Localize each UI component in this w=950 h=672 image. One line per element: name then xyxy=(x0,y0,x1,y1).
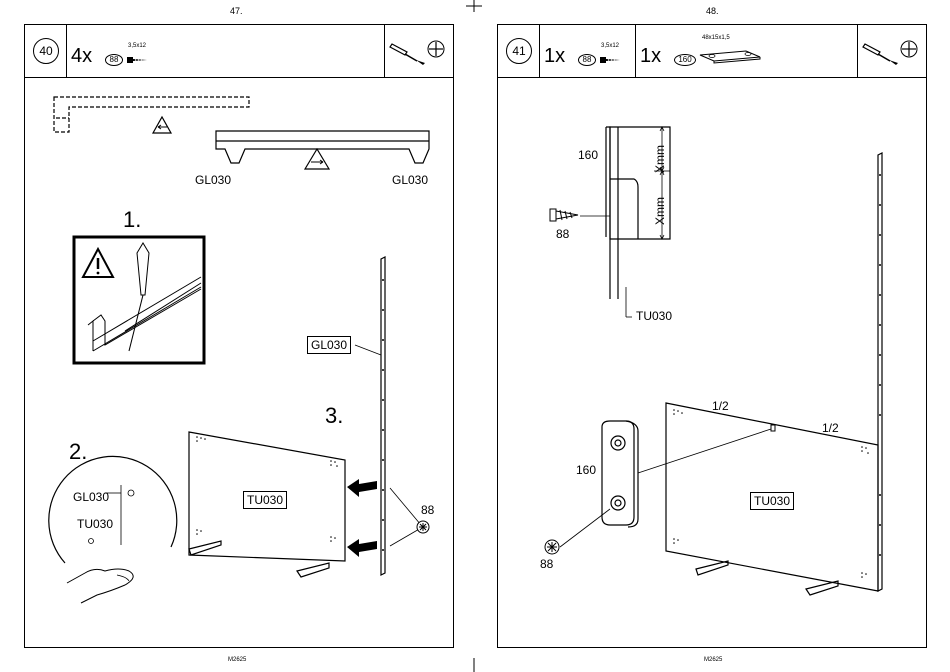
panel-label: TU030 xyxy=(750,492,794,510)
left-drawing xyxy=(25,25,455,649)
panel-holes xyxy=(196,436,338,542)
warning-triangle-icon xyxy=(153,117,171,133)
screw-bottom-label: 88 xyxy=(540,557,553,571)
side-panel-label: GL030 xyxy=(307,336,351,354)
right-page: 41 1x 88 3,5x12 1x 160 48x15x1,5 xyxy=(497,24,927,648)
detail-label-top: GL030 xyxy=(73,490,109,504)
detail-label-bottom: TU030 xyxy=(77,517,113,531)
bracket-top-label: 160 xyxy=(578,148,598,162)
screw-top-label: 88 xyxy=(556,227,569,241)
right-drawing xyxy=(498,25,928,649)
half-left-label: 1/2 xyxy=(712,399,729,413)
half-right-label: 1/2 xyxy=(822,421,839,435)
substep-1: 1. xyxy=(123,207,141,233)
tall-panel-holes xyxy=(879,174,881,556)
left-page: 40 4x 88 3,5x12 xyxy=(24,24,454,648)
side-panel-holes xyxy=(382,279,384,551)
bracket-lower-label: 160 xyxy=(576,463,596,477)
dim-upper-label: Xmm xyxy=(653,145,667,173)
arrow-icon xyxy=(347,479,377,557)
panel-label: TU030 xyxy=(243,491,287,509)
bracket-part-label: TU030 xyxy=(636,309,672,323)
screw-lines xyxy=(390,488,421,546)
screw-side-icon xyxy=(550,209,578,221)
dim-lower-label: Xmm xyxy=(653,197,667,225)
feet xyxy=(696,561,838,595)
side-panel-drawing xyxy=(381,257,385,575)
screw-label: 88 xyxy=(421,503,434,517)
screw-head-icon xyxy=(417,521,429,533)
substep-2: 2. xyxy=(69,439,87,465)
screw-head-icon xyxy=(545,540,559,554)
footer-left: M2625 xyxy=(228,657,246,663)
footer-right: M2625 xyxy=(704,657,722,663)
dashed-rail xyxy=(54,97,249,132)
rail-label-right: GL030 xyxy=(392,173,428,187)
center-mark xyxy=(771,425,775,431)
warning-triangle-icon xyxy=(305,149,329,169)
rail-label-left: GL030 xyxy=(195,173,231,187)
substep-3: 3. xyxy=(325,403,343,429)
